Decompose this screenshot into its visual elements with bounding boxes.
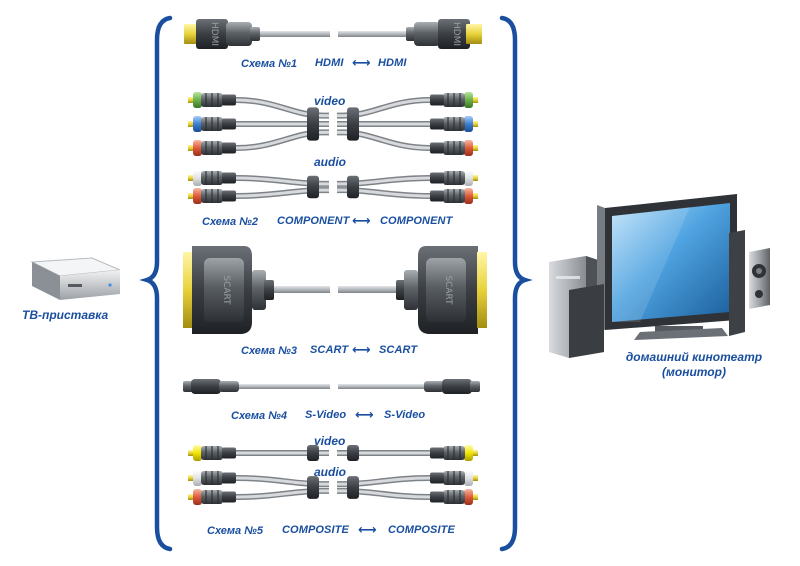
rca-plug-right-2 <box>430 470 478 486</box>
scheme-1-from: HDMI <box>315 57 344 69</box>
rca-plug-right-3 <box>430 140 478 156</box>
hdmi-left-plug-label: HDMI <box>209 22 219 46</box>
scheme-3-number: Схема №3 <box>241 345 297 357</box>
rca-plug-right-5 <box>430 188 478 204</box>
scheme-3-to: SCART <box>379 344 418 356</box>
rca-plug-right-4 <box>430 170 478 186</box>
hdmi-cable <box>184 19 482 49</box>
scheme-4-to: S-Video <box>384 409 426 421</box>
scheme-5-to: COMPOSITE <box>388 524 455 536</box>
home-theater-label: домашний кинотеатр <box>625 350 763 364</box>
scheme-2-from: COMPONENT <box>277 215 350 227</box>
scheme-3-arrow: ⟷ <box>352 342 371 357</box>
scart-cable <box>183 246 487 334</box>
scheme-1-to: HDMI <box>378 57 407 69</box>
scart-left-plug-label: SCART <box>221 275 231 305</box>
home-theater-sublabel: (монитор) <box>662 365 726 379</box>
rca-plug-right-1 <box>430 445 478 461</box>
scheme-5-arrow: ⟷ <box>358 522 377 537</box>
rca-plug-left-4 <box>188 170 236 186</box>
left-brace <box>139 15 173 552</box>
scheme-2-video-label: video <box>314 94 346 108</box>
rca-plug-left-1 <box>188 445 236 461</box>
scheme-3-from: SCART <box>310 344 349 356</box>
scheme-5-audio-label: audio <box>314 465 346 479</box>
scheme-1-number: Схема №1 <box>241 58 297 70</box>
rca-plug-right-2 <box>430 116 478 132</box>
scheme-2-arrow: ⟷ <box>352 213 371 228</box>
svideo-cable <box>183 379 480 394</box>
scheme-4-arrow: ⟷ <box>355 407 374 422</box>
rca-plug-left-3 <box>188 489 236 505</box>
scheme-5-video-label: video <box>314 434 346 448</box>
right-brace <box>499 15 533 552</box>
rca-plug-right-3 <box>430 489 478 505</box>
set-top-box-label: ТВ-приставка <box>22 308 109 322</box>
rca-plug-left-2 <box>188 116 236 132</box>
hdmi-right-plug-label: HDMI <box>451 22 461 46</box>
rca-plug-right-1 <box>430 92 478 108</box>
set-top-box-icon <box>30 257 121 300</box>
scheme-1-arrow: ⟷ <box>352 55 371 70</box>
composite-cable <box>188 423 478 518</box>
scheme-2-to: COMPONENT <box>380 215 453 227</box>
rca-plug-left-2 <box>188 470 236 486</box>
scheme-5-from: COMPOSITE <box>282 524 349 536</box>
rca-plug-left-3 <box>188 140 236 156</box>
scheme-2-audio-label: audio <box>314 155 346 169</box>
rca-plug-left-1 <box>188 92 236 108</box>
scheme-5-number: Схема №5 <box>207 525 263 537</box>
scheme-2-number: Схема №2 <box>202 216 258 228</box>
rca-plug-left-5 <box>188 188 236 204</box>
scheme-4-number: Схема №4 <box>231 410 287 422</box>
scheme-4-from: S-Video <box>305 409 347 421</box>
home-theater-icon <box>549 194 770 358</box>
component-cable <box>188 92 478 217</box>
scart-right-plug-label: SCART <box>443 275 453 305</box>
